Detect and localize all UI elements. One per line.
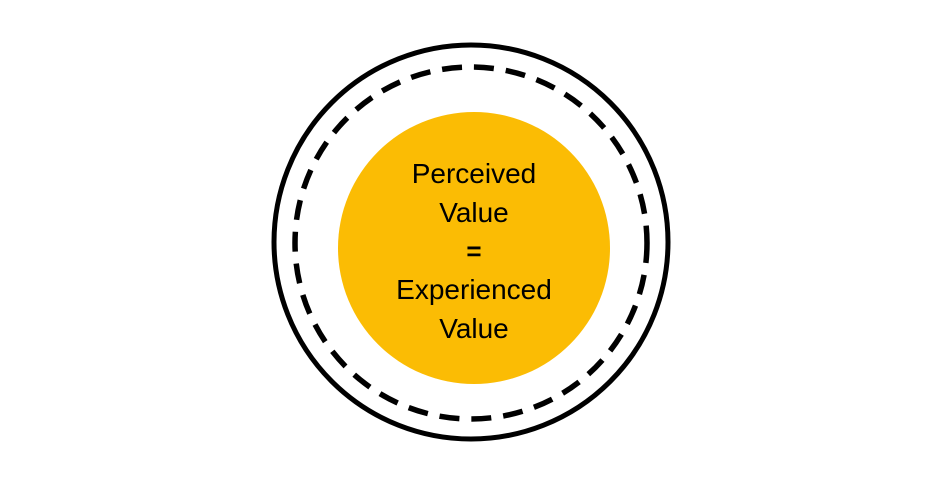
inner-circle-label-line: Value — [439, 313, 509, 344]
inner-circle-label-line: Perceived — [412, 158, 537, 189]
inner-filled-circle — [338, 112, 610, 384]
inner-circle-label-line: Experienced — [396, 274, 552, 305]
middle-dashed-circle — [292, 64, 650, 422]
outer-solid-circle — [271, 42, 671, 442]
equals-sign: = — [466, 236, 481, 266]
inner-circle-label-line: Value — [439, 197, 509, 228]
